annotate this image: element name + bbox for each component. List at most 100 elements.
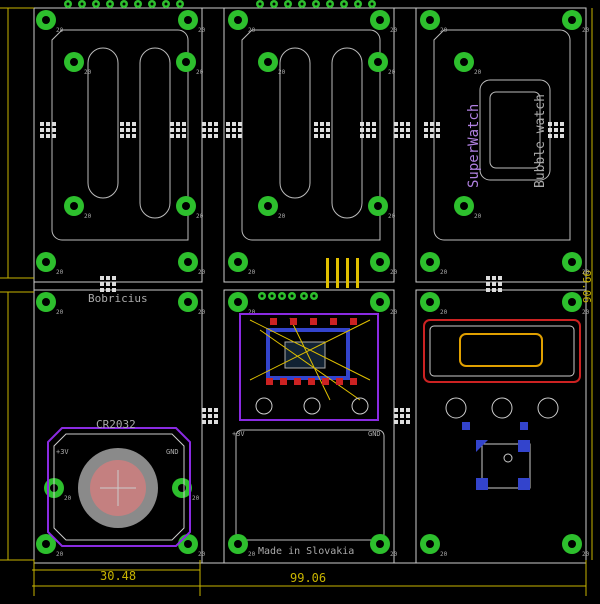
mounting-pad: 20 [258, 52, 286, 76]
cr2032-label: CR2032 [96, 418, 136, 431]
pad-label: 20 [582, 551, 590, 558]
dimension-right-total: 99.06 [580, 270, 593, 303]
mounting-pad: 20 [562, 252, 590, 276]
mounting-pad: 20 [562, 292, 590, 316]
pad-label: 20 [390, 27, 398, 34]
mounting-pad: 20 [228, 252, 256, 276]
mounting-pad: 20 [36, 252, 64, 276]
pad-label: 20 [388, 213, 396, 220]
mounting-pad: 20 [370, 10, 398, 34]
mounting-pad: 20 [172, 478, 200, 502]
pad-label: 20 [248, 27, 256, 34]
dimension-lines [0, 7, 593, 596]
top-header-strips [64, 0, 376, 300]
pad-label: 20 [84, 69, 92, 76]
plus3v-label-module: +3V [232, 430, 245, 438]
mounting-pad: 20 [370, 252, 398, 276]
pad-label: 20 [390, 269, 398, 276]
mounting-pad: 20 [562, 10, 590, 34]
connector-pads [486, 276, 502, 292]
mounting-pad: 20 [228, 10, 256, 34]
connector-pads [170, 122, 186, 138]
watch-slots [51, 29, 571, 541]
mounting-pad: 20 [178, 292, 206, 316]
pad-label: 20 [582, 269, 590, 276]
display-outline [423, 319, 581, 490]
pad-label: 20 [248, 309, 256, 316]
pad-label: 20 [198, 27, 206, 34]
connector-pads [202, 122, 218, 138]
pad-label: 20 [440, 309, 448, 316]
pad-label: 20 [474, 213, 482, 220]
pad-label: 20 [84, 213, 92, 220]
mounting-pad: 20 [420, 10, 448, 34]
connector-pads [314, 122, 330, 138]
pad-label: 20 [248, 269, 256, 276]
pad-label: 20 [390, 551, 398, 558]
mounting-pad: 20 [454, 196, 482, 220]
pad-label: 20 [440, 27, 448, 34]
dimension-bottom-left: 30.48 [100, 569, 136, 583]
connector-pads [226, 122, 242, 138]
watch-module [239, 258, 379, 421]
connector-pads [548, 122, 564, 138]
mounting-pad: 20 [454, 52, 482, 76]
pad-label: 20 [278, 213, 286, 220]
pad-label: 20 [582, 309, 590, 316]
mounting-pad: 20 [420, 292, 448, 316]
pad-label: 20 [196, 69, 204, 76]
connector-pads [360, 122, 376, 138]
mounting-pad: 20 [176, 52, 204, 76]
pad-label: 20 [440, 551, 448, 558]
pad-label: 20 [278, 69, 286, 76]
mounting-pad: 20 [176, 196, 204, 220]
bobricius-label: Bobricius [88, 292, 148, 305]
mounting-pad: 20 [420, 534, 448, 558]
pad-label: 20 [198, 551, 206, 558]
pad-label: 20 [390, 309, 398, 316]
connector-pads [40, 122, 56, 138]
pad-label: 20 [56, 27, 64, 34]
pad-label: 20 [64, 495, 72, 502]
mounting-pad: 20 [36, 10, 64, 34]
gnd-label: GND [166, 448, 179, 456]
mounting-pad: 20 [64, 196, 92, 220]
bubble-watch-label: Bubble watch [533, 94, 548, 188]
mounting-pad: 20 [178, 252, 206, 276]
battery-holder [47, 427, 191, 547]
gnd-label-module: GND [368, 430, 381, 438]
mounting-pad: 20 [368, 196, 396, 220]
connector-pads [202, 408, 218, 424]
mounting-pad: 20 [228, 534, 256, 558]
connector-pads [394, 122, 410, 138]
mounting-pad: 20 [36, 534, 64, 558]
pad-label: 20 [198, 309, 206, 316]
mounting-pad: 20 [370, 292, 398, 316]
plus3v-label: +3V [56, 448, 69, 456]
connector-pads [394, 408, 410, 424]
mounting-pad: 20 [368, 52, 396, 76]
pad-label: 20 [192, 495, 200, 502]
mounting-pad: 20 [178, 10, 206, 34]
mounting-pad: 20 [178, 534, 206, 558]
superwatch-label: SuperWatch [466, 104, 482, 188]
mounting-pad: 20 [420, 252, 448, 276]
pad-label: 20 [56, 551, 64, 558]
mounting-pad: 20 [36, 292, 64, 316]
dimension-bottom-total: 99.06 [290, 571, 326, 585]
mounting-pad: 20 [562, 534, 590, 558]
mounting-pad: 20 [258, 196, 286, 220]
pad-label: 20 [56, 269, 64, 276]
mounting-pad: 20 [228, 292, 256, 316]
pad-label: 20 [474, 69, 482, 76]
connector-pads [120, 122, 136, 138]
made-in-slovakia-label: Made in Slovakia [258, 546, 354, 557]
mounting-pad: 20 [64, 52, 92, 76]
edge-headers [40, 122, 564, 424]
connector-pads [100, 276, 116, 292]
pad-label: 20 [56, 309, 64, 316]
pad-label: 20 [248, 551, 256, 558]
pad-label: 20 [388, 69, 396, 76]
